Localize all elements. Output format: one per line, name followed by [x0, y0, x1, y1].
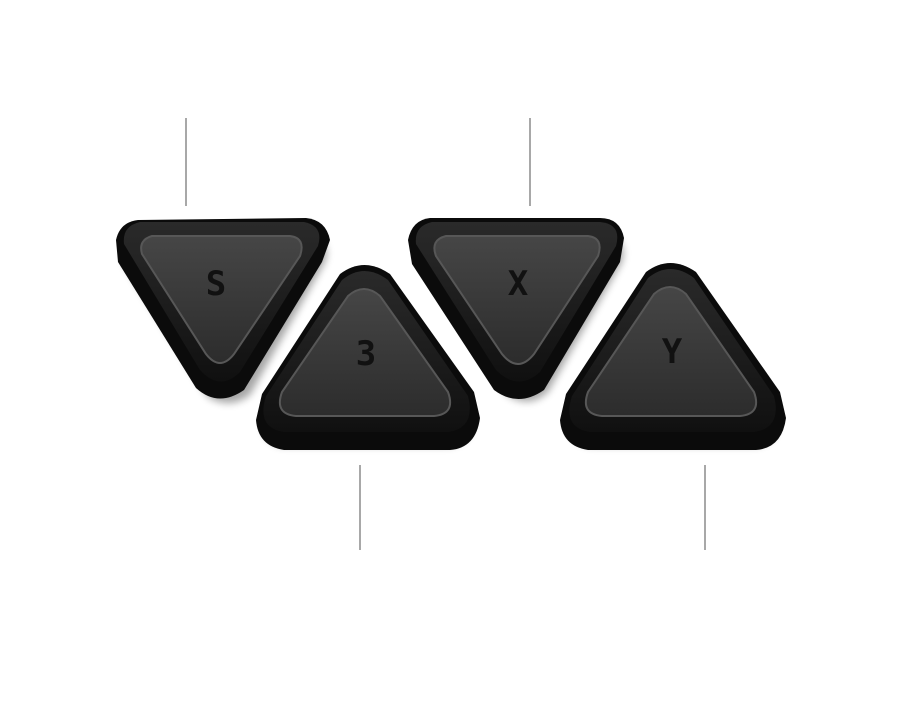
key-3-label: 3 — [356, 334, 376, 374]
key-x-face — [433, 235, 601, 365]
key-x[interactable]: X — [408, 218, 624, 402]
key-x-label: X — [508, 264, 529, 304]
key-s-face — [140, 235, 303, 364]
key-s[interactable]: S — [116, 218, 330, 404]
key-3-face — [278, 288, 452, 417]
key-s-label: S — [206, 264, 226, 304]
key-3[interactable]: 3 — [256, 265, 480, 450]
key-y-label: Y — [662, 332, 683, 372]
key-y[interactable]: Y — [560, 263, 786, 450]
key-y-face — [584, 286, 758, 417]
